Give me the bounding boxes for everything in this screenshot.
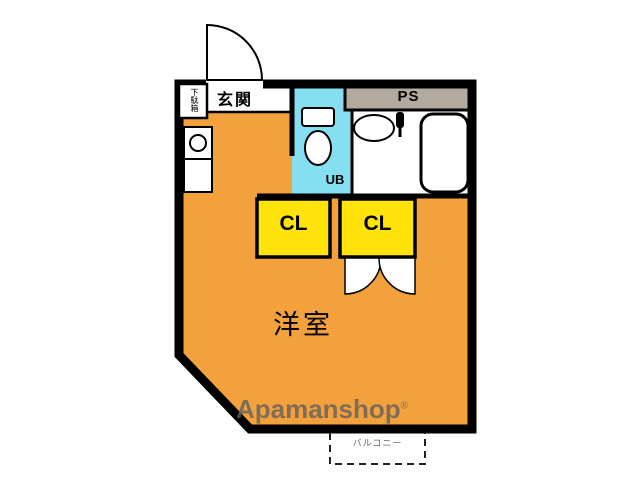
washbasin-icon: [353, 114, 395, 142]
bathtub-icon: [419, 112, 470, 194]
faucet-icon: [396, 112, 404, 128]
toilet-bowl-icon: [304, 130, 332, 166]
closet-right-box: [338, 197, 417, 259]
closet-left-box: [255, 197, 332, 259]
kitchen-sink-icon: [183, 158, 213, 193]
shoe-cabinet-box: [177, 82, 209, 120]
entrance-door-swing-icon: [206, 23, 264, 81]
closet-door-swing-right: [378, 257, 416, 295]
outer-wall: [174, 79, 477, 434]
balcony-boundary-dashed: [329, 433, 426, 465]
toilet-tank-icon: [301, 107, 335, 127]
burner-icon: [189, 134, 207, 152]
pipe-space-box: [343, 84, 474, 112]
